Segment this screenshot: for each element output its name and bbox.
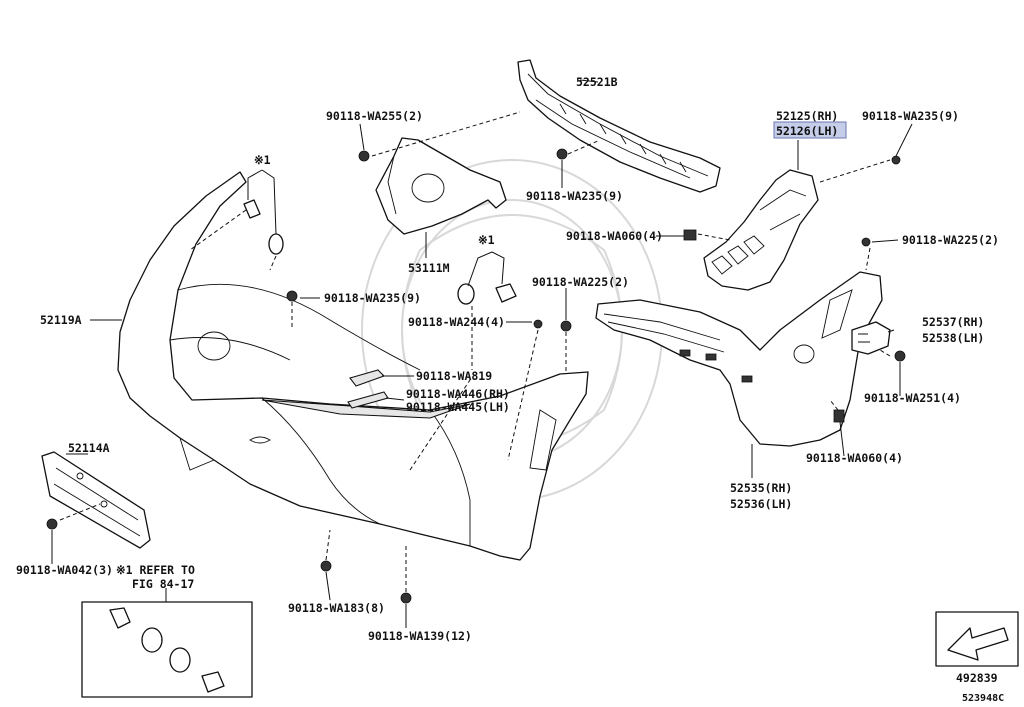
label-90118-wa244[interactable]: 90118-WA244(4) xyxy=(408,315,505,329)
label-52538-lh[interactable]: 52538(LH) xyxy=(922,331,984,345)
label-52536-lh[interactable]: 52536(LH) xyxy=(730,497,792,511)
label-90118-wa235-mid[interactable]: 90118-WA235(9) xyxy=(526,189,623,203)
label-90118-wa183[interactable]: 90118-WA183(8) xyxy=(288,601,385,615)
label-90118-wa225-right[interactable]: 90118-WA225(2) xyxy=(902,233,999,247)
bracket-52125-52126[interactable] xyxy=(703,169,819,291)
license-bracket-52114A[interactable] xyxy=(41,451,151,549)
dashed-lines xyxy=(59,111,891,592)
label-note1-left[interactable]: ※1 xyxy=(254,153,271,167)
label-90118-wa042[interactable]: 90118-WA042(3) xyxy=(16,563,113,577)
label-90118-wa139[interactable]: 90118-WA139(12) xyxy=(368,629,472,643)
label-52126-lh[interactable]: 52126(LH) xyxy=(776,124,838,138)
label-note1-center[interactable]: ※1 xyxy=(478,233,495,247)
label-90118-wa445[interactable]: 90118-WA445(LH) xyxy=(406,400,510,414)
label-52119A[interactable]: 52119A xyxy=(40,313,82,327)
label-52125-rh[interactable]: 52125(RH) xyxy=(776,109,838,123)
highlight-52126 xyxy=(773,121,847,139)
bracket-52537-52538[interactable] xyxy=(851,321,891,355)
label-52535-rh[interactable]: 52535(RH) xyxy=(730,481,792,495)
label-52537-rh[interactable]: 52537(RH) xyxy=(922,315,984,329)
extension-52535-52536[interactable] xyxy=(595,271,883,447)
label-90118-wa225-mid[interactable]: 90118-WA225(2) xyxy=(532,275,629,289)
label-refer-line1[interactable]: ※1 REFER TO xyxy=(116,563,195,577)
label-90118-wa255[interactable]: 90118-WA255(2) xyxy=(326,109,423,123)
front-direction-arrow-icon xyxy=(935,611,1019,667)
reinforcement-52521B[interactable] xyxy=(517,59,721,193)
bumper-cover-52119A[interactable] xyxy=(117,171,589,561)
label-90118-wa235-left[interactable]: 90118-WA235(9) xyxy=(324,291,421,305)
label-53111M[interactable]: 53111M xyxy=(408,261,450,275)
bracket-53111M[interactable] xyxy=(375,137,507,235)
label-52521B[interactable]: 52521B xyxy=(576,75,618,89)
label-code-492839: 492839 xyxy=(956,671,998,685)
label-90118-wa060-top[interactable]: 90118-WA060(4) xyxy=(566,229,663,243)
label-refer-line2[interactable]: FIG 84-17 xyxy=(132,577,194,591)
label-90118-wa819[interactable]: 90118-WA819 xyxy=(416,369,492,383)
label-90118-wa235-top[interactable]: 90118-WA235(9) xyxy=(862,109,959,123)
label-52114A[interactable]: 52114A xyxy=(68,441,110,455)
refer-inset-box[interactable] xyxy=(81,601,253,698)
label-90118-wa060-bottom[interactable]: 90118-WA060(4) xyxy=(806,451,903,465)
label-90118-wa446[interactable]: 90118-WA446(RH) xyxy=(406,387,510,401)
part-labels: 52521B 52125(RH) 52126(LH) 90118-WA255(2… xyxy=(16,75,1004,704)
label-90118-wa251[interactable]: 90118-WA251(4) xyxy=(864,391,961,405)
leader-lines xyxy=(51,79,913,628)
label-code-523948C: 523948C xyxy=(962,693,1004,704)
